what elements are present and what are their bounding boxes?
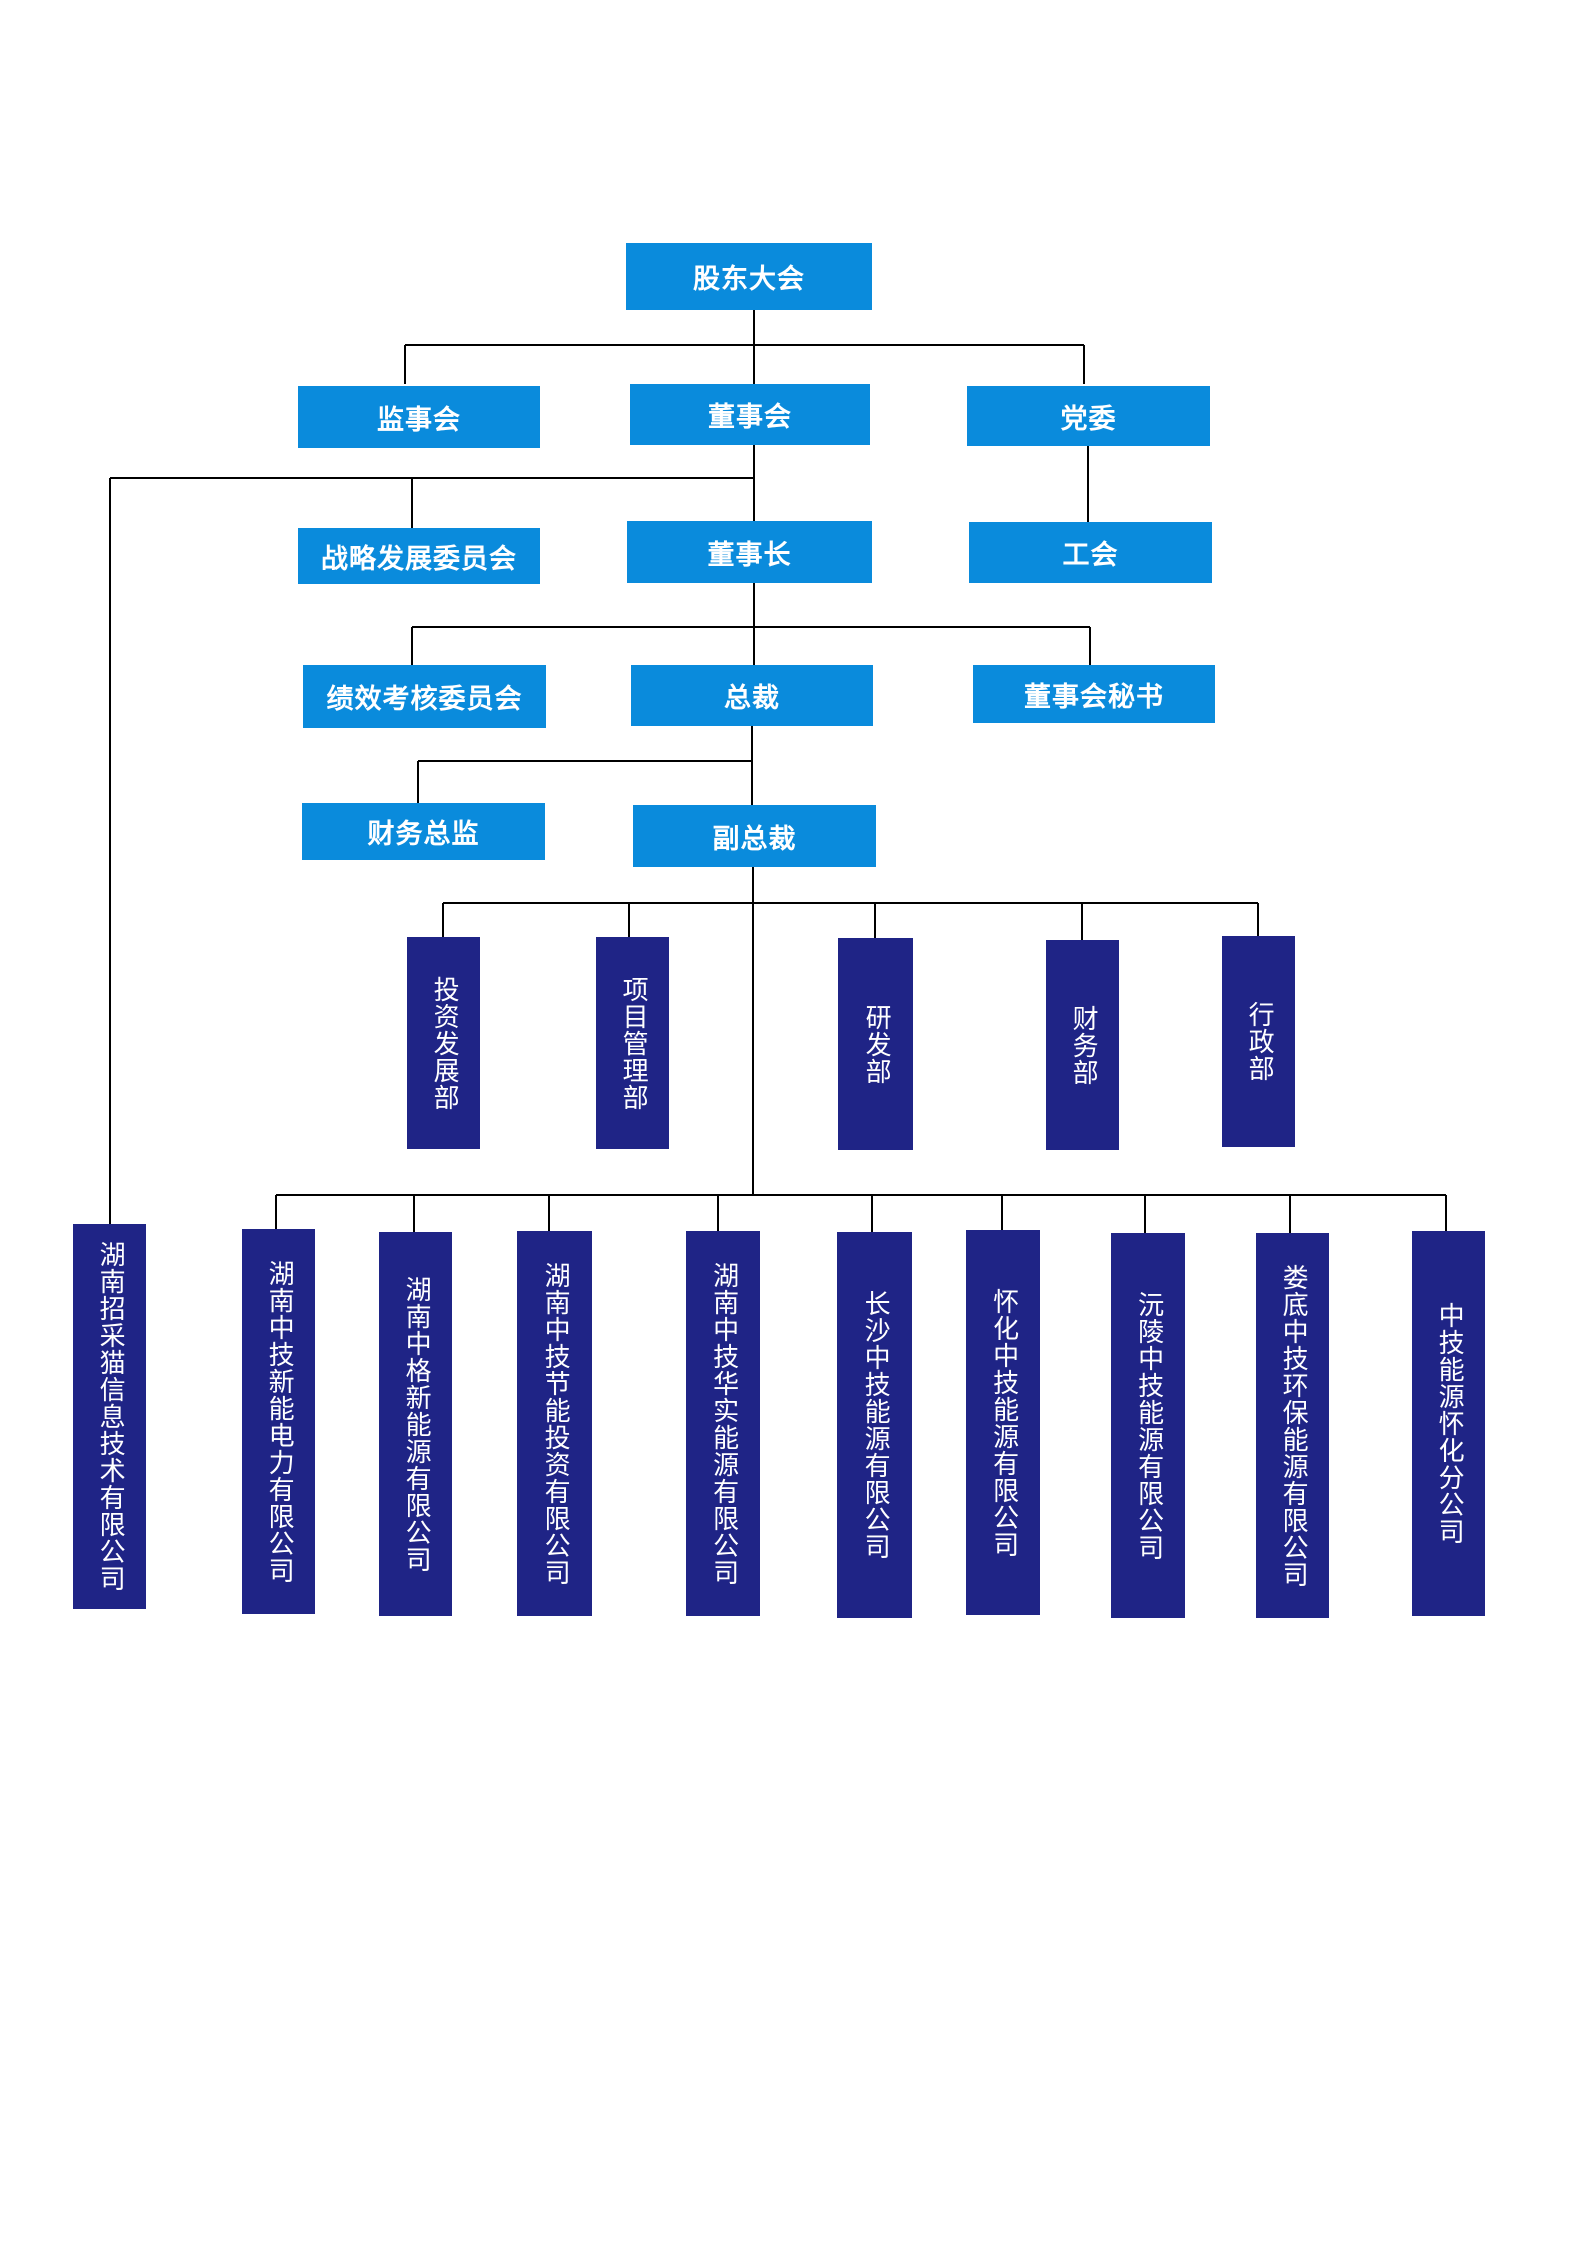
company-xinneng-power: 湖南中技新能电力有限公司 <box>242 1229 315 1614</box>
company-huaihua-branch: 中技能源怀化分公司 <box>1412 1231 1485 1616</box>
dept-project: 项目管理部 <box>596 937 669 1149</box>
dept-investment: 投资发展部 <box>407 937 480 1149</box>
company-huaihua: 怀化中技能源有限公司 <box>966 1230 1040 1615</box>
company-label: 中技能源怀化分公司 <box>1434 1302 1465 1545</box>
dept-admin: 行政部 <box>1222 936 1295 1147</box>
node-shareholders: 股东大会 <box>626 243 872 310</box>
node-union: 工会 <box>969 522 1212 583</box>
node-label: 董事长 <box>707 539 792 571</box>
dept-label: 项目管理部 <box>618 975 649 1111</box>
node-secretary: 董事会秘书 <box>973 665 1215 723</box>
node-label: 股东大会 <box>693 264 805 295</box>
company-yuanling: 沅陵中技能源有限公司 <box>1111 1233 1185 1618</box>
node-label: 绩效考核委员会 <box>326 684 523 715</box>
dept-rnd: 研发部 <box>838 938 913 1150</box>
company-changsha: 长沙中技能源有限公司 <box>837 1232 912 1618</box>
node-strategy: 战略发展委员会 <box>298 528 540 584</box>
node-label: 财务总监 <box>367 819 480 850</box>
company-label: 长沙中技能源有限公司 <box>860 1290 891 1560</box>
company-label: 湖南中技新能电力有限公司 <box>264 1259 295 1584</box>
node-cfo: 财务总监 <box>302 803 545 860</box>
company-label: 湖南中技节能投资有限公司 <box>540 1261 571 1586</box>
dept-label: 投资发展部 <box>429 975 460 1111</box>
company-label: 湖南中技华实能源有限公司 <box>708 1261 739 1586</box>
node-label: 党委 <box>1060 403 1117 435</box>
company-label: 怀化中技能源有限公司 <box>988 1287 1019 1558</box>
node-label: 副总裁 <box>712 823 797 855</box>
dept-label: 行政部 <box>1244 1001 1275 1082</box>
company-zhongge: 湖南中格新能源有限公司 <box>379 1232 452 1616</box>
dept-finance: 财务部 <box>1046 940 1119 1150</box>
company-huashi: 湖南中技华实能源有限公司 <box>686 1231 760 1616</box>
node-board: 董事会 <box>630 384 870 445</box>
company-label: 娄底中技环保能源有限公司 <box>1278 1263 1309 1588</box>
dept-label: 研发部 <box>861 1003 892 1085</box>
company-label: 湖南中格新能源有限公司 <box>401 1275 432 1573</box>
company-label: 湖南招采猫信息技术有限公司 <box>95 1241 126 1592</box>
company-label: 沅陵中技能源有限公司 <box>1133 1290 1164 1561</box>
node-label: 总裁 <box>724 683 780 714</box>
node-president: 总裁 <box>631 665 873 726</box>
node-performance: 绩效考核委员会 <box>303 665 546 728</box>
node-label: 监事会 <box>377 404 461 436</box>
company-loudi: 娄底中技环保能源有限公司 <box>1256 1233 1329 1618</box>
node-chairman: 董事长 <box>627 521 872 583</box>
node-label: 董事会 <box>708 402 792 433</box>
dept-label: 财务部 <box>1068 1004 1099 1086</box>
node-label: 董事会秘书 <box>1024 681 1164 713</box>
node-label: 战略发展委员会 <box>321 543 517 575</box>
node-supervisors: 监事会 <box>298 386 540 448</box>
node-label: 工会 <box>1062 540 1119 571</box>
node-vp: 副总裁 <box>633 805 876 867</box>
node-party: 党委 <box>967 386 1210 446</box>
company-zhaocaimao: 湖南招采猫信息技术有限公司 <box>73 1224 146 1609</box>
company-jieneng-invest: 湖南中技节能投资有限公司 <box>517 1231 592 1616</box>
